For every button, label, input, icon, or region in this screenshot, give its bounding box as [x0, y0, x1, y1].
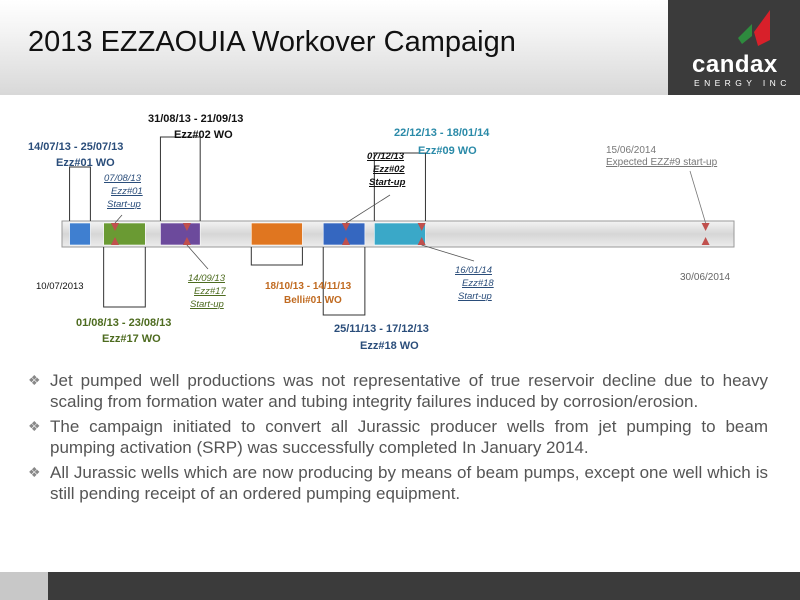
workover-well-belli01: Belli#01 WO [284, 295, 342, 306]
workover-range-belli01: 18/10/13 - 14/11/13 [265, 281, 352, 292]
workover-bracket [250, 247, 303, 266]
workover-range-ezz01: 14/07/13 - 25/07/13 [28, 141, 124, 153]
diamond-bullet-icon: ❖ [28, 418, 41, 434]
logo-mark-icon [738, 10, 770, 46]
workover-range-ezz17: 01/08/13 - 23/08/13 [76, 317, 172, 329]
workover-bracket [159, 136, 201, 221]
logo-tagline: ENERGY INC [694, 78, 791, 88]
startup-marker-icon [182, 223, 191, 231]
bullet-text: The campaign initiated to convert all Ju… [50, 417, 768, 457]
startup-marker-icon [111, 237, 120, 245]
startup-well-ezz01: Ezz#01 [111, 186, 143, 197]
workover-well-ezz01: Ezz#01 WO [56, 157, 115, 169]
workover-segment [103, 222, 146, 246]
startup-label-ezz02: Start-up [369, 177, 406, 188]
bullet-item: ❖ All Jurassic wells which are now produ… [28, 462, 768, 504]
workover-range-ezz18: 25/11/13 - 17/12/13 [334, 323, 429, 335]
startup-pointer [345, 194, 391, 224]
startup-marker-icon [111, 223, 120, 231]
startup-well-ezz17: Ezz#17 [194, 286, 226, 297]
slide-footer [0, 572, 800, 600]
startup-marker-icon [341, 223, 350, 231]
header-background [0, 0, 668, 95]
expected-startup-marker-icon [701, 237, 710, 245]
bullet-text: All Jurassic wells which are now produci… [50, 463, 768, 503]
workover-range-ezz09: 22/12/13 - 18/01/14 [394, 127, 490, 139]
startup-label-ezz01: Start-up [107, 199, 141, 210]
startup-marker-icon [417, 223, 426, 231]
workover-segment [374, 222, 426, 246]
workover-bracket [322, 247, 366, 316]
startup-pointer [421, 244, 475, 262]
startup-date-ezz01: 07/08/13 [104, 173, 141, 184]
workover-bracket [103, 247, 146, 308]
workover-segment [69, 222, 91, 246]
startup-pointer [114, 214, 123, 224]
workover-well-ezz02: Ezz#02 WO [174, 129, 233, 141]
slide-header: 2013 EZZAOUIA Workover Campaign candax E… [0, 0, 800, 95]
expected-startup-label: Expected EZZ#9 start-up [606, 157, 718, 168]
logo-wordmark: candax [692, 51, 778, 78]
slide-title: 2013 EZZAOUIA Workover Campaign [28, 26, 516, 58]
workover-well-ezz18: Ezz#18 WO [360, 340, 419, 352]
expected-startup-marker-icon [701, 223, 710, 231]
timeline-end-date: 30/06/2014 [680, 272, 731, 283]
workover-range-ezz02: 31/08/13 - 21/09/13 [148, 113, 244, 125]
startup-pointer [186, 244, 209, 270]
bullet-item: ❖ Jet pumped well productions was not re… [28, 370, 768, 412]
diamond-bullet-icon: ❖ [28, 464, 41, 480]
bullet-text: Jet pumped well productions was not repr… [50, 371, 768, 411]
footer-accent [0, 572, 48, 600]
startup-marker-icon [417, 237, 426, 245]
timeline-start-date: 10/07/2013 [36, 281, 84, 292]
timeline-graphic [61, 136, 735, 316]
workover-segment [250, 222, 303, 246]
workover-bracket [373, 152, 426, 221]
logo-mark-green [738, 24, 752, 44]
startup-date-ezz18: 16/01/14 [455, 265, 492, 276]
expected-startup-date: 15/06/2014 [606, 145, 657, 156]
company-logo: candax ENERGY INC [668, 0, 800, 95]
workover-well-ezz09: Ezz#09 WO [418, 145, 477, 157]
bullet-list: ❖ Jet pumped well productions was not re… [28, 370, 768, 508]
logo-mark-red [754, 10, 770, 46]
startup-label-ezz17: Start-up [190, 299, 224, 310]
expected-startup-pointer [689, 170, 706, 224]
startup-marker-icon [182, 237, 191, 245]
startup-well-ezz18: Ezz#18 [462, 278, 494, 289]
startup-label-ezz18: Start-up [458, 291, 492, 302]
workover-well-ezz17: Ezz#17 WO [102, 333, 161, 345]
bullet-item: ❖ The campaign initiated to convert all … [28, 416, 768, 458]
startup-well-ezz02: Ezz#02 [373, 164, 405, 175]
workover-bracket [69, 166, 91, 221]
startup-marker-icon [341, 237, 350, 245]
startup-date-ezz02: 07/12/13 [367, 151, 404, 162]
workover-segment [160, 222, 201, 246]
workover-timeline: 14/07/13 - 25/07/13 Ezz#01 WO 01/08/13 -… [0, 95, 800, 365]
diamond-bullet-icon: ❖ [28, 372, 41, 388]
startup-date-ezz17: 14/09/13 [188, 273, 225, 284]
